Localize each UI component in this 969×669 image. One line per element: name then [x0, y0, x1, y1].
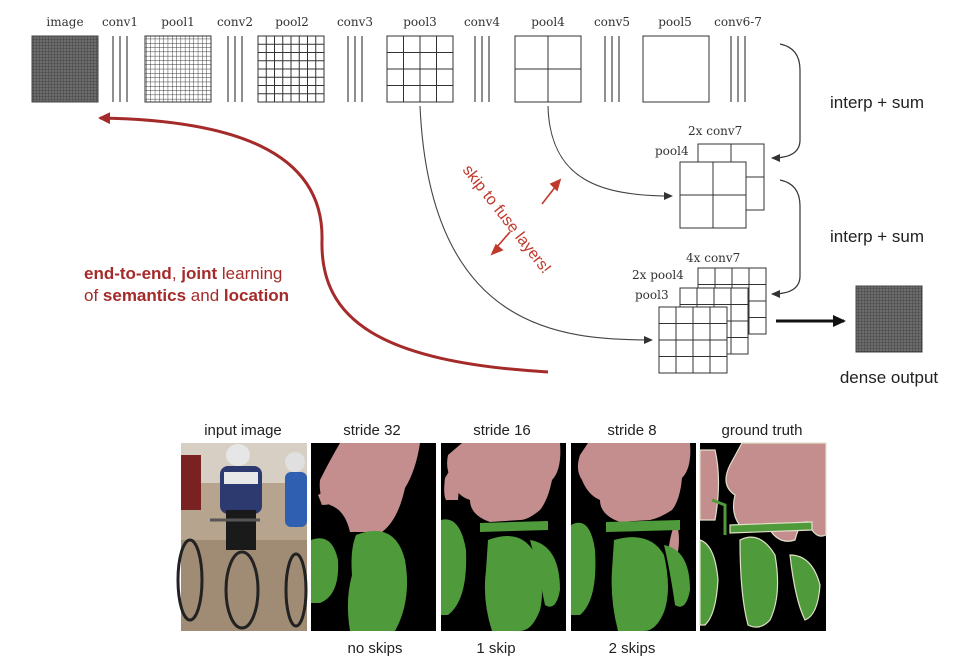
- conv2-lines: [227, 36, 243, 102]
- e2e-and: and: [186, 286, 224, 305]
- seg-stride8: [571, 443, 696, 631]
- panel-title-input: input image: [204, 422, 282, 439]
- skip-down-arrow: [490, 231, 511, 256]
- caption-1-skip: 1 skip: [476, 640, 515, 657]
- conv5-lines: [604, 36, 620, 102]
- pool1-grid: [144, 35, 212, 103]
- pool3-grid: [386, 35, 454, 103]
- pool4-skip-arrow: [547, 105, 673, 200]
- bracket-arrow-2: [771, 179, 801, 298]
- stack2-top-label: 4x conv7: [686, 251, 740, 265]
- input-image-grid: [31, 35, 99, 103]
- layer-label-pool3: pool3: [403, 15, 437, 29]
- e2e-learning: learning: [217, 264, 282, 283]
- panel-title-stride8: stride 8: [607, 422, 656, 439]
- seg-stride32: [311, 443, 436, 631]
- pool5-block: [642, 35, 710, 103]
- e2e-line1: end-to-end, joint learning: [84, 264, 282, 283]
- pool3-skip-arrow: [419, 105, 653, 344]
- stack2-bottom-label: pool3: [635, 288, 669, 302]
- conv4-lines: [474, 36, 490, 102]
- conv3-lines: [347, 36, 363, 102]
- panel-title-stride32: stride 32: [343, 422, 401, 439]
- seg-stride16: [441, 443, 566, 631]
- skip-up-arrow: [541, 178, 562, 205]
- e2e-comma: ,: [172, 264, 181, 283]
- panel-titles: input image stride 32 stride 16 stride 8…: [204, 422, 802, 439]
- layer-label-conv1: conv1: [102, 15, 138, 29]
- dense-output-grid: [855, 285, 923, 353]
- stack1-front-grid: [679, 161, 747, 229]
- layer-label-conv5: conv5: [594, 15, 630, 29]
- interp-sum-label-1: interp + sum: [830, 93, 924, 112]
- layer-label-conv4: conv4: [464, 15, 500, 29]
- stack2-mid-label: 2x pool4: [632, 268, 684, 282]
- layer-label-conv3: conv3: [337, 15, 373, 29]
- bracket-arrow-1: [771, 43, 801, 162]
- layer-label-conv6-7: conv6-7: [714, 15, 762, 29]
- caption-2-skips: 2 skips: [609, 640, 656, 657]
- interp-sum-label-2: interp + sum: [830, 227, 924, 246]
- stack1-top-label: 2x conv7: [688, 124, 742, 138]
- layer-label-pool1: pool1: [161, 15, 195, 29]
- dense-output-label: dense output: [840, 368, 939, 387]
- stack2-front-grid: [658, 306, 728, 374]
- end-to-end-arrow: [98, 112, 549, 374]
- layer-label-image: image: [46, 15, 83, 29]
- layer-labels: image conv1 pool1 conv2 pool2 conv3 pool…: [46, 15, 761, 29]
- layer-label-pool5: pool5: [658, 15, 692, 29]
- stack1-side-label: pool4: [655, 144, 689, 158]
- e2e-of: of: [84, 286, 103, 305]
- panel-title-ground-truth: ground truth: [722, 422, 803, 439]
- pool2-grid: [257, 35, 325, 103]
- layer-label-pool2: pool2: [275, 15, 309, 29]
- conv1-lines: [112, 36, 128, 102]
- caption-no-skips: no skips: [347, 640, 402, 657]
- pool4-grid: [514, 35, 582, 103]
- layer-label-pool4: pool4: [531, 15, 565, 29]
- e2e-semantics: semantics: [103, 286, 186, 305]
- panel-title-stride16: stride 16: [473, 422, 531, 439]
- layer-label-conv2: conv2: [217, 15, 253, 29]
- skip-fuse-text: skip to fuse layers!: [459, 162, 554, 277]
- conv6-7-lines: [730, 36, 746, 102]
- seg-ground-truth: [699, 442, 827, 631]
- e2e-location: location: [224, 286, 289, 305]
- e2e-end-to-end: end-to-end: [84, 264, 172, 283]
- input-image-photo: [176, 443, 308, 631]
- e2e-line2: of semantics and location: [84, 286, 289, 305]
- e2e-joint: joint: [180, 264, 217, 283]
